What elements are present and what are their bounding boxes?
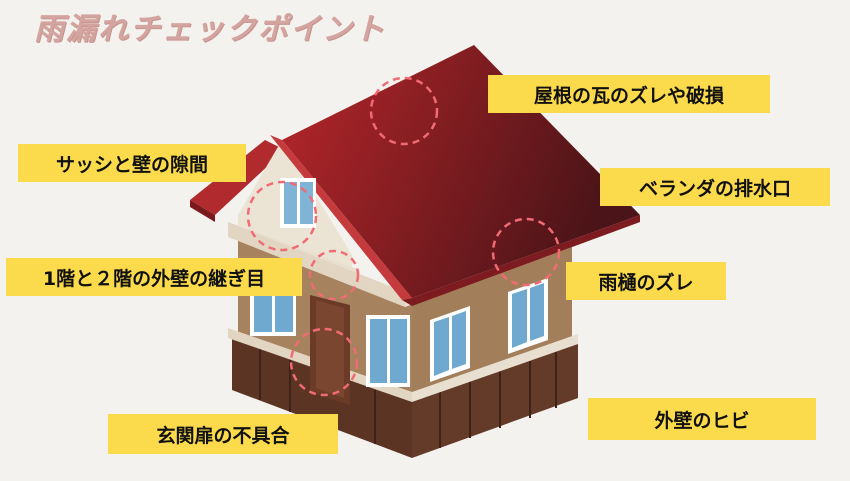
marker-roof [369,76,439,146]
marker-joint [308,249,360,301]
label-entrance-door: 玄関扉の不具合 [108,414,338,454]
label-wall-crack: 外壁のヒビ [588,398,816,440]
label-sash-wall: サッシと壁の隙間 [18,144,246,182]
marker-gutter [491,217,561,287]
label-floor-joint: 1階と２階の外壁の継ぎ目 [6,258,302,296]
label-balcony-drain: ベランダの排水口 [600,168,830,206]
marker-door [289,327,359,397]
marker-sash [246,180,318,252]
label-roof-tiles: 屋根の瓦のズレや破損 [488,75,770,113]
label-gutter: 雨樋のズレ [566,262,726,300]
roof [282,45,640,298]
page-title: 雨漏れチェックポイント [34,12,386,47]
